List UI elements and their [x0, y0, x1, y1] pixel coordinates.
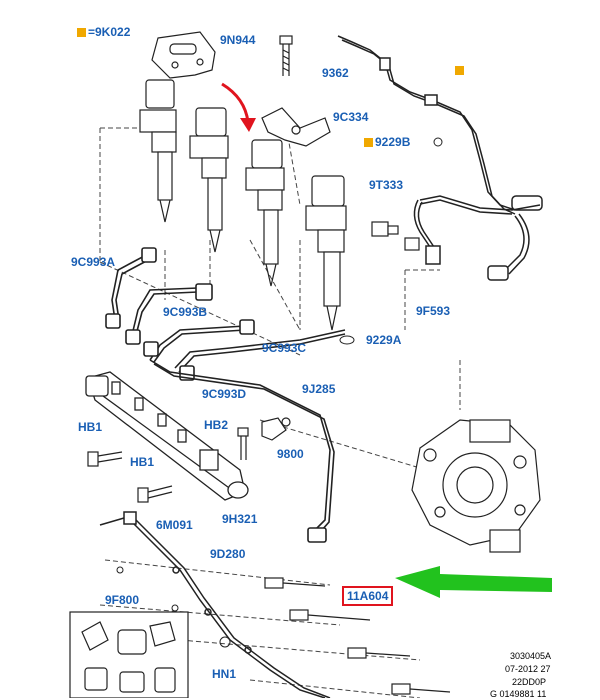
part-label-9362: 9362 — [322, 66, 349, 80]
key-marker-icon — [455, 66, 464, 75]
fitting-9T333 — [371, 221, 420, 251]
clamp-9C334 — [261, 107, 331, 147]
part-label-9C334: 9C334 — [333, 110, 369, 124]
glow-plug-4 — [391, 683, 451, 695]
footer-code-1: 3030405A — [510, 651, 552, 661]
washer-9229A — [339, 335, 355, 345]
part-label-9H321: 9H321 — [222, 512, 258, 526]
bracket-9800 — [261, 417, 291, 441]
fuel-rail — [85, 371, 249, 501]
bolt-9362 — [279, 35, 293, 76]
nut-small — [171, 604, 179, 612]
part-label-HB1-lower: HB1 — [130, 455, 155, 469]
part-label-9N944: 9N944 — [220, 33, 256, 47]
bracket-9N944 — [151, 31, 216, 79]
key-marker-icon — [364, 138, 373, 147]
part-label-9C993D: 9C993D — [202, 387, 247, 401]
part-label-11A604-highlighted: 11A604 — [342, 586, 394, 606]
injector-4 — [305, 175, 347, 331]
part-label-9C993A: 9C993A — [71, 255, 116, 269]
part-label-9229B: 9229B — [375, 135, 411, 149]
footer-code-4: G 0149881 11 — [490, 689, 547, 699]
fuel-pump — [411, 419, 541, 553]
bolt-HB1-lower — [137, 485, 173, 503]
part-label-9D280: 9D280 — [210, 547, 246, 561]
part-label-9F593: 9F593 — [416, 304, 451, 318]
bolt-HB2 — [237, 427, 249, 460]
nut-HN1 — [219, 636, 231, 648]
part-label-9T333: 9T333 — [369, 178, 404, 192]
glow-plug-2 — [289, 609, 371, 621]
leader-lines — [99, 119, 461, 698]
green-arrow — [395, 566, 552, 598]
glow-plug-harness — [99, 511, 331, 698]
washer-9229B — [433, 137, 443, 147]
key-marker-icon — [77, 28, 86, 37]
injector-1 — [139, 79, 177, 223]
part-label-HN1: HN1 — [212, 667, 237, 681]
part-label-9C993B: 9C993B — [163, 305, 208, 319]
glow-plug-1 — [264, 577, 326, 589]
part-label-6M091: 6M091 — [156, 518, 193, 532]
bolt-HB1-upper — [87, 451, 123, 467]
part-label-9J285: 9J285 — [302, 382, 336, 396]
injector-3 — [245, 139, 285, 287]
part-label-9800: 9800 — [277, 447, 304, 461]
part-label-HB2: HB2 — [204, 418, 229, 432]
key-label: =9K022 — [88, 25, 131, 39]
nut-small — [116, 566, 124, 574]
kit-box-9F800 — [69, 611, 189, 698]
injector-2 — [189, 107, 229, 253]
red-arrow — [221, 82, 256, 132]
glow-plug-3 — [347, 647, 411, 659]
part-label-9229A: 9229A — [366, 333, 402, 347]
part-label-9F800: 9F800 — [105, 593, 140, 607]
part-label-HB1-upper: HB1 — [78, 420, 103, 434]
part-label-9C993C: 9C993C — [262, 341, 307, 355]
footer-code-2: 07-2012 27 — [505, 664, 551, 674]
fuel-lines — [105, 247, 346, 543]
return-hose — [337, 35, 543, 281]
footer-code-3: 22DD0P — [512, 677, 547, 687]
